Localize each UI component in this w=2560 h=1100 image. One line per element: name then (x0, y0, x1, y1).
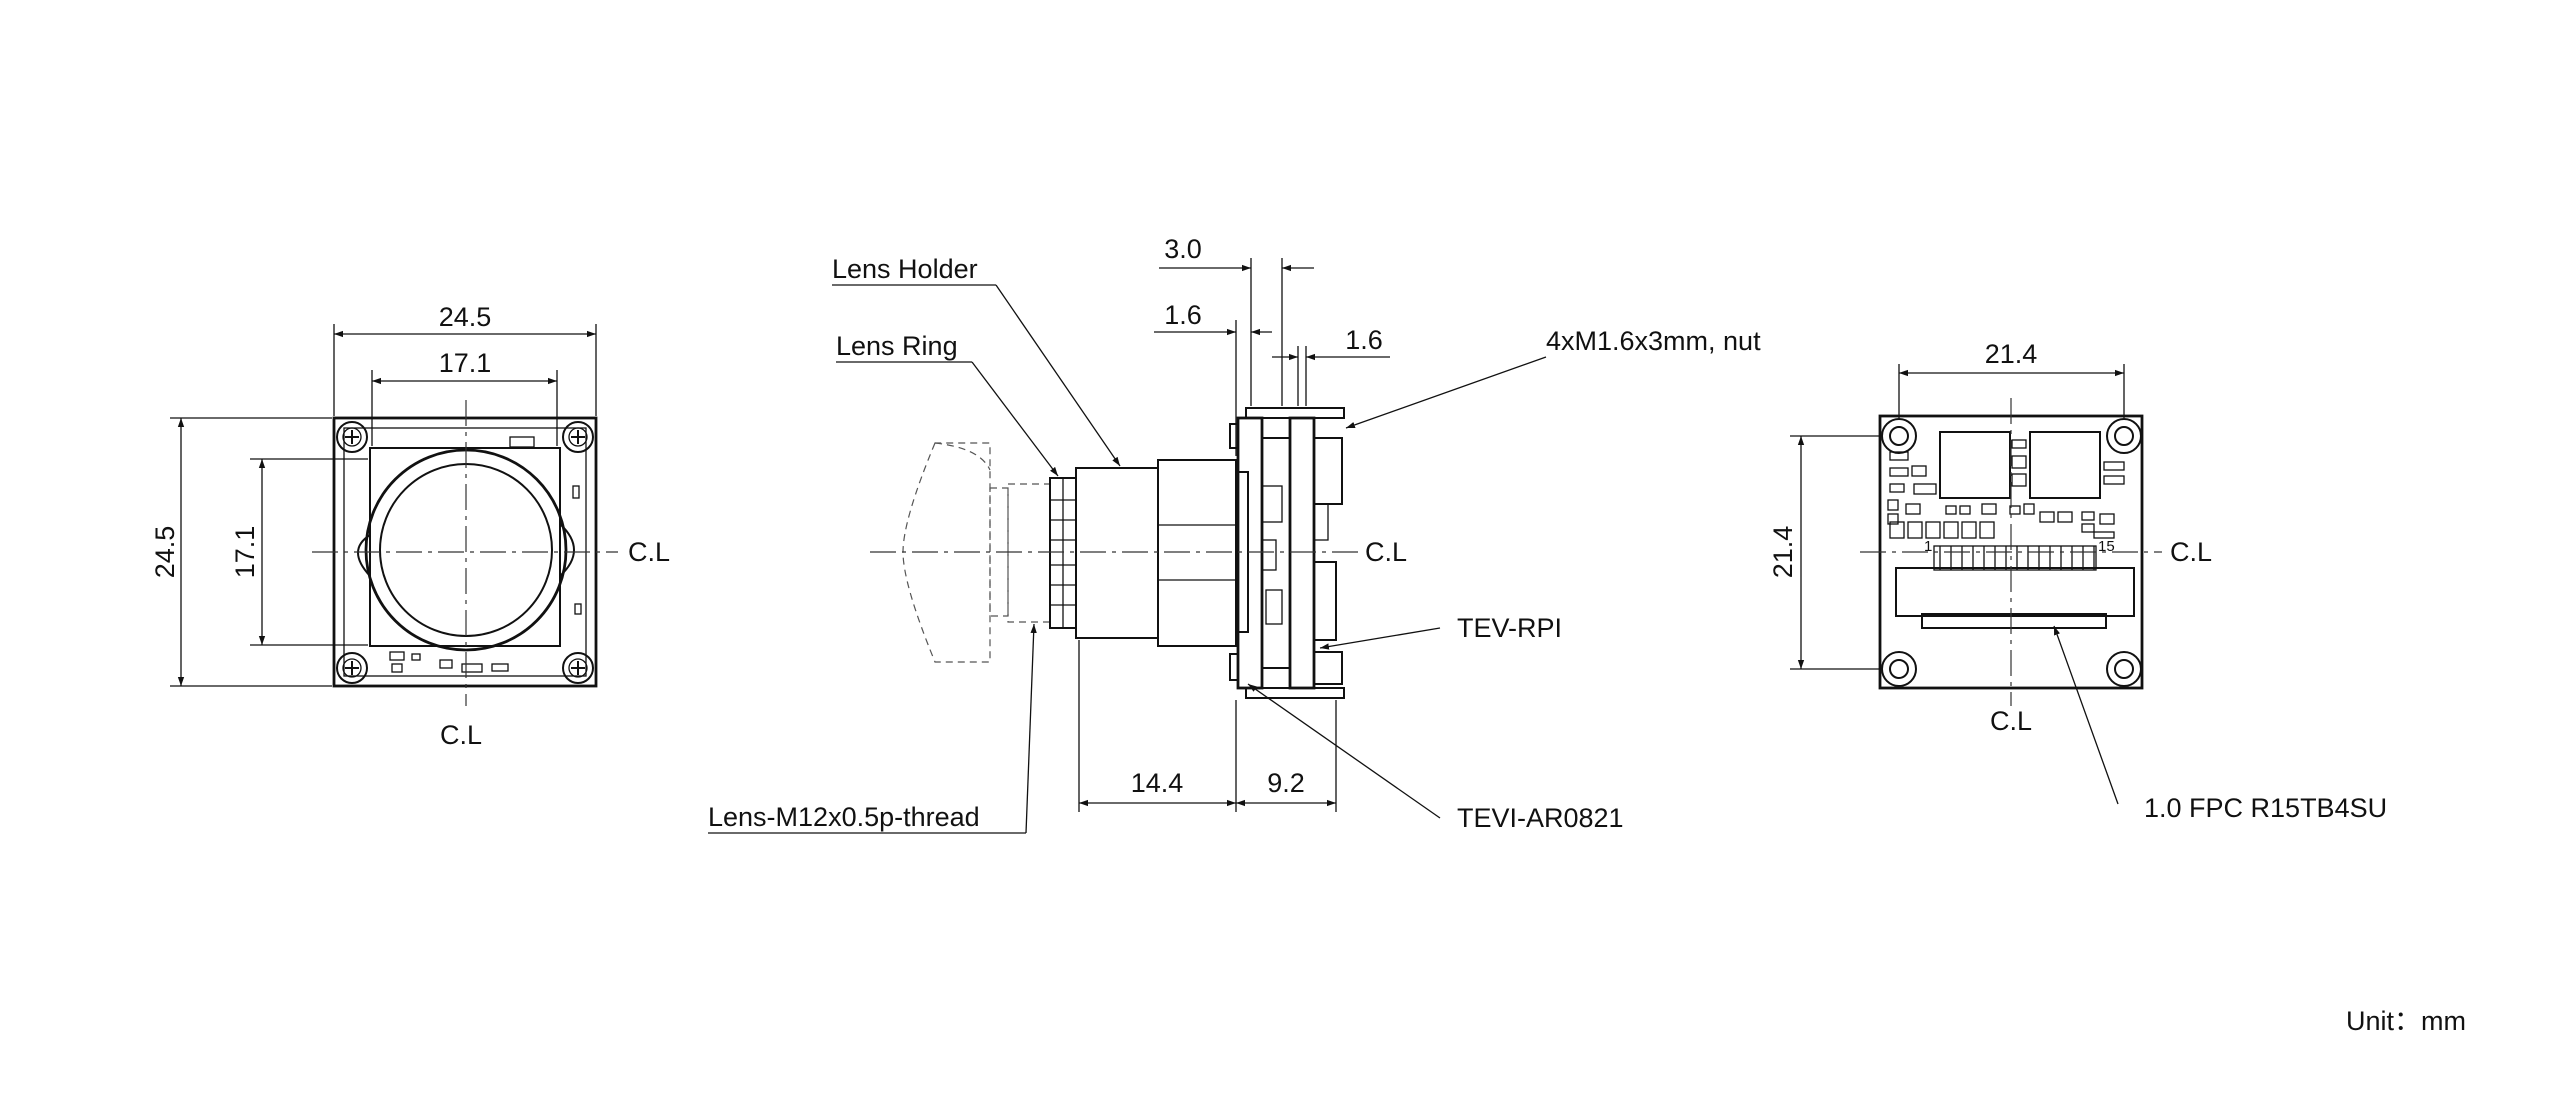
connector-latch (1921, 613, 2107, 629)
back-cl-bottom: C.L (1990, 706, 2032, 736)
front-component (389, 651, 405, 661)
connector-pins (1933, 545, 2097, 571)
side-lens-holder-barrel (1075, 467, 1159, 639)
front-component (439, 659, 453, 669)
side-dim-top: 3.0 (1164, 234, 1202, 264)
side-view: C.L 3.0 1.6 1.6 14.4 9.2 Lens Holder Len… (708, 234, 1761, 834)
back-width: 21.4 (1985, 339, 2038, 369)
side-lens-hidden (934, 442, 991, 471)
front-cl-right: C.L (628, 537, 670, 567)
side-pcb-rpi (1288, 416, 1316, 690)
front-component (391, 663, 403, 673)
side-pcb-tevi (1236, 416, 1264, 690)
front-component (509, 436, 535, 448)
front-component (411, 653, 421, 661)
connector-pin-last: 15 (2098, 538, 2115, 555)
front-component (461, 663, 483, 673)
front-view: C.L C.L 24.5 17.1 24.5 17.1 (150, 302, 670, 750)
front-cl-bottom: C.L (440, 720, 482, 750)
side-component (1313, 437, 1343, 505)
leader-line (1247, 683, 1441, 819)
front-component (491, 663, 509, 672)
unit-label: Unit：mm (2346, 1006, 2466, 1036)
screw-icon (562, 421, 594, 453)
front-width-lens: 17.1 (439, 348, 492, 378)
side-component (1313, 651, 1343, 685)
screw-icon (562, 652, 594, 684)
back-height: 21.4 (1768, 526, 1798, 579)
screw-icon (336, 652, 368, 684)
label-nut: 4xM1.6x3mm, nut (1546, 326, 1761, 356)
connector-body (1895, 567, 2135, 617)
back-cl-right: C.L (2170, 537, 2212, 567)
label-tevi: TEVI-AR0821 (1457, 803, 1624, 833)
side-dim-body-length: 9.2 (1267, 768, 1305, 798)
side-dim-left-pcb: 1.6 (1164, 300, 1202, 330)
side-component (1313, 561, 1337, 641)
side-lens-holder-body (1157, 459, 1237, 647)
connector-pin-first: 1 (1924, 538, 1932, 555)
back-chip (1939, 431, 2011, 499)
nut-icon (1881, 418, 1917, 454)
side-component (1313, 503, 1329, 541)
front-component (574, 603, 582, 615)
back-view: 1 15 C.L C.L 21.4 21.4 1.0 FPC R15TB4SU (1768, 339, 2387, 823)
front-width-overall: 24.5 (439, 302, 492, 332)
label-tev-rpi: TEV-RPI (1457, 613, 1562, 643)
front-component (572, 485, 580, 499)
side-cl: C.L (1365, 537, 1407, 567)
leader-line (1025, 623, 1037, 834)
front-height-lens: 17.1 (230, 526, 260, 579)
leader-line (1345, 356, 1547, 429)
side-lens-hidden (1007, 483, 1051, 623)
label-lens-holder: Lens Holder (832, 254, 978, 284)
screw-icon (336, 421, 368, 453)
back-chip (2029, 431, 2101, 499)
side-nut-top (1245, 407, 1345, 419)
side-nut-bottom (1245, 687, 1345, 699)
label-connector: 1.0 FPC R15TB4SU (2144, 793, 2387, 823)
label-lens-thread: Lens-M12x0.5p-thread (708, 802, 980, 832)
side-dim-right-pcb: 1.6 (1345, 325, 1383, 355)
front-lens-holder (369, 447, 561, 647)
leader-line (971, 361, 1059, 477)
side-dim-lens-length: 14.4 (1131, 768, 1184, 798)
nut-icon (2106, 651, 2142, 687)
nut-icon (1881, 651, 1917, 687)
side-lens-hidden (902, 442, 991, 663)
front-height-overall: 24.5 (150, 526, 180, 579)
leader-line (2053, 625, 2119, 805)
leader-line (995, 284, 1121, 467)
label-lens-ring: Lens Ring (836, 331, 958, 361)
leader-line (1319, 627, 1441, 650)
nut-icon (2106, 418, 2142, 454)
